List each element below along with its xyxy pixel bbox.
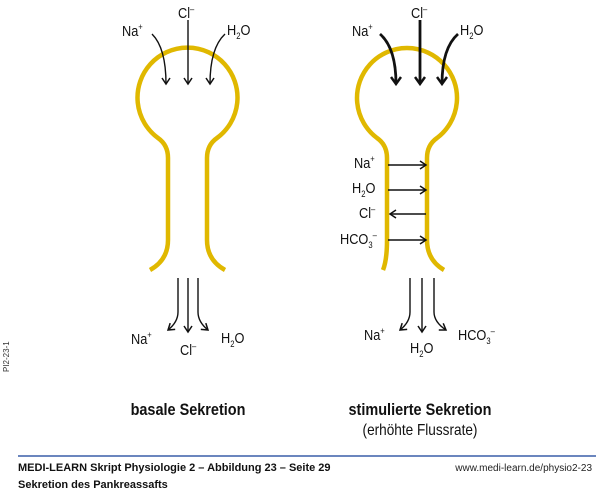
- caption-basal: basale Sekretion: [130, 400, 246, 419]
- arrow-na-in: [151, 33, 171, 86]
- caption-stimulated: stimulierte Sekretion: [348, 400, 492, 419]
- label-h2o-side: H2O: [352, 180, 376, 199]
- label-na-bottom-right: Na+: [364, 326, 385, 344]
- label-h2o-bottom-right: H2O: [410, 340, 434, 359]
- label-hco3-side: HCO3–: [340, 230, 377, 250]
- label-h2o-top-left: H2O: [227, 22, 251, 41]
- label-cl-top-right: Cl–: [411, 4, 428, 22]
- label-na-top-left: Na+: [122, 22, 143, 40]
- arrow-na-in-strong: [379, 32, 396, 84]
- label-cl-bottom-left: Cl–: [180, 341, 197, 359]
- duct-stimulated: [354, 45, 460, 272]
- label-na-side: Na+: [354, 154, 375, 172]
- arrow-h2o-in-strong: [442, 32, 459, 84]
- label-h2o-bottom-left: H2O: [221, 330, 245, 349]
- subcaption-stimulated: (erhöhte Flussrate): [362, 422, 478, 439]
- label-hco3-bottom-right: HCO3–: [458, 326, 495, 346]
- label-cl-side: Cl–: [359, 204, 376, 222]
- label-h2o-top-right: H2O: [460, 22, 484, 41]
- footer-title: MEDI-LEARN Skript Physiologie 2 – Abbild…: [18, 462, 331, 474]
- arrow-na-out: [166, 278, 179, 331]
- footer-url[interactable]: www.medi-learn.de/physio2-23: [455, 463, 592, 474]
- label-na-top-right: Na+: [352, 22, 373, 40]
- arrow-h2o-out: [197, 278, 210, 331]
- footer-subtitle: Sekretion des Pankreassafts: [18, 479, 168, 491]
- arrow-hco3-out-r: [433, 278, 448, 331]
- figure-code: PI2-23-1: [2, 341, 11, 372]
- label-na-bottom-left: Na+: [131, 330, 152, 348]
- label-cl-top-left: Cl–: [178, 4, 195, 22]
- arrow-na-out-r: [398, 278, 411, 331]
- arrow-h2o-in: [205, 33, 226, 86]
